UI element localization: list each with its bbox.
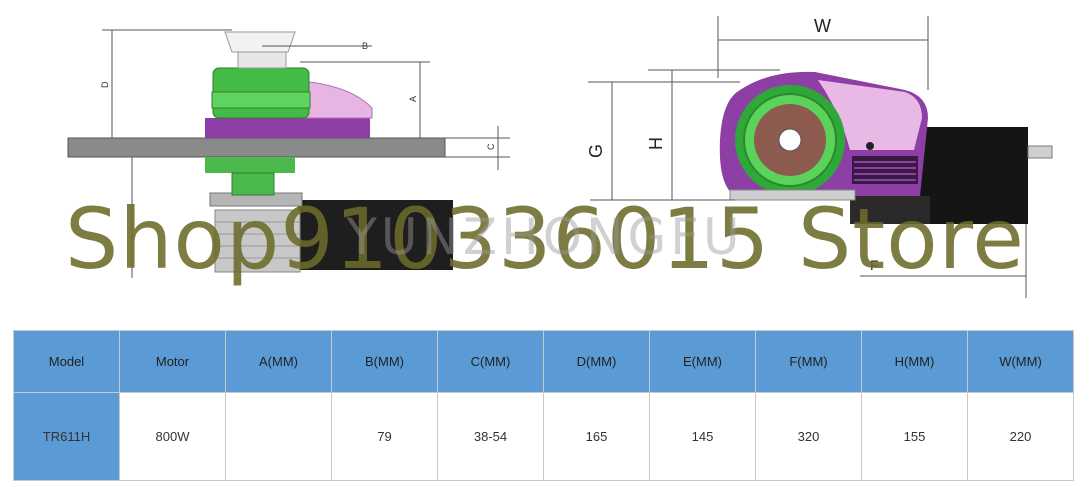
dim-label-f: F	[870, 257, 879, 273]
cell-e: 145	[649, 392, 756, 481]
side-gypsy-ring	[211, 91, 311, 109]
cell-motor: 800W	[119, 392, 226, 481]
header-d: D(MM)	[543, 330, 650, 393]
header-h: H(MM)	[861, 330, 968, 393]
header-e: E(MM)	[649, 330, 756, 393]
header-c: C(MM)	[437, 330, 544, 393]
header-model: Model	[13, 330, 120, 393]
side-motor-fins	[214, 209, 301, 273]
table-row: TR611H 800W 79 38-54 165 145 320 155 220	[13, 392, 1074, 481]
cell-f: 320	[755, 392, 862, 481]
dim-label-a: A	[408, 96, 418, 102]
side-lower-shaft	[205, 157, 295, 173]
cell-w: 220	[967, 392, 1074, 481]
cell-c: 38-54	[437, 392, 544, 481]
front-gearbox	[850, 196, 930, 224]
dim-label-h: H	[646, 137, 666, 150]
side-drum-neck	[237, 51, 287, 69]
deck-plate	[67, 137, 446, 158]
header-a: A(MM)	[225, 330, 332, 393]
header-b: B(MM)	[331, 330, 438, 393]
header-w: W(MM)	[967, 330, 1074, 393]
side-motor-housing	[298, 200, 453, 270]
front-shaft-hole	[778, 128, 802, 152]
dim-label-c: C	[486, 143, 496, 150]
header-motor: Motor	[119, 330, 226, 393]
front-terminal	[1027, 145, 1053, 159]
cell-h: 155	[861, 392, 968, 481]
side-lower-collar	[231, 172, 275, 196]
front-motor	[920, 127, 1028, 224]
side-capstan-top	[224, 31, 296, 53]
side-purple-base	[205, 118, 370, 138]
dim-label-b: B	[362, 41, 368, 51]
front-view: W G H F	[586, 16, 1053, 298]
front-pink-cover	[818, 80, 922, 150]
cell-model: TR611H	[13, 392, 120, 481]
front-base-plate	[729, 189, 856, 201]
windlass-technical-drawing: D B A C	[67, 16, 1053, 298]
dim-label-d: D	[100, 81, 110, 88]
dim-label-g: G	[586, 144, 606, 158]
specs-header-row: Model Motor A(MM) B(MM) C(MM) D(MM) E(MM…	[13, 330, 1074, 393]
front-bolt	[866, 142, 874, 150]
cell-a	[225, 392, 332, 481]
dim-label-w: W	[814, 16, 831, 36]
specs-table: Model Motor A(MM) B(MM) C(MM) D(MM) E(MM…	[13, 330, 1074, 481]
cell-d: 165	[543, 392, 650, 481]
header-f: F(MM)	[755, 330, 862, 393]
cell-b: 79	[331, 392, 438, 481]
side-view: D B A C	[67, 29, 510, 278]
